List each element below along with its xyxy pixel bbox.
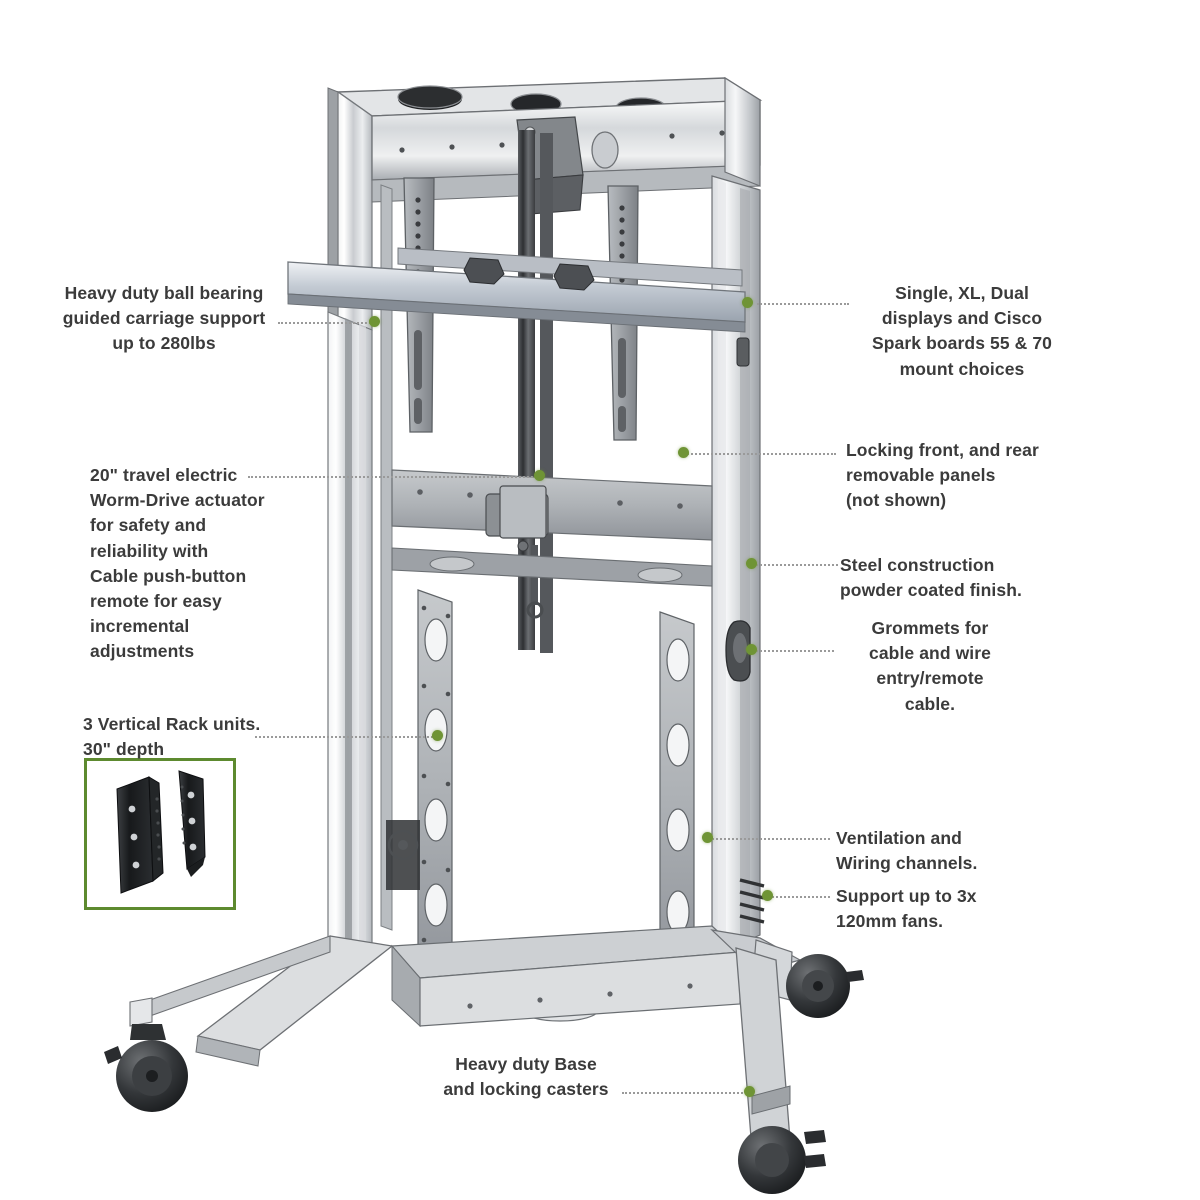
- leader-line-grommets: [752, 650, 834, 652]
- anchor-dot-vent: [702, 832, 713, 843]
- anchor-dot-grommets: [746, 644, 757, 655]
- callout-steel: Steel construction powder coated finish.: [840, 555, 1022, 601]
- anchor-dot-steel: [746, 558, 757, 569]
- rack-units-inset-box: [84, 758, 236, 910]
- actuator-deck: [391, 469, 713, 619]
- anchor-dot-actuator: [534, 470, 545, 481]
- callout-grommets: Grommets for cable and wire entry/remote…: [868, 618, 991, 714]
- cart-assembly: [104, 76, 864, 1194]
- callout-actuator: 20" travel electric Worm-Drive actuator …: [90, 465, 265, 662]
- anchor-dot-displays: [742, 297, 753, 308]
- rack-bay: [386, 589, 742, 1028]
- leader-line-base: [622, 1092, 750, 1094]
- leader-line-actuator: [248, 476, 540, 478]
- caster-front: [738, 1126, 826, 1194]
- anchor-dot-panels: [678, 447, 689, 458]
- leader-line-carriage: [278, 322, 374, 324]
- rack-rail-left: [116, 776, 164, 894]
- leader-line-steel: [752, 564, 838, 566]
- anchor-dot-fans: [762, 890, 773, 901]
- leader-line-vent: [708, 838, 830, 840]
- callout-displays: Single, XL, Dual displays and Cisco Spar…: [872, 283, 1052, 379]
- rack-rail-right: [178, 770, 206, 877]
- leader-line-panels: [684, 453, 836, 455]
- anchor-dot-base: [744, 1086, 755, 1097]
- callout-rack-units: 3 Vertical Rack units. 30" depth: [83, 714, 261, 760]
- fan-assembly: [386, 820, 420, 890]
- ventilation-louvers: [739, 878, 765, 924]
- rack-rail-illustration: [116, 770, 206, 894]
- callout-panels: Locking front, and rear removable panels…: [846, 440, 1039, 511]
- side-panel-details: [725, 620, 765, 924]
- caster-left: [104, 1024, 188, 1112]
- leader-line-fans: [768, 896, 830, 898]
- base-and-casters: [104, 929, 864, 1194]
- right-column: [711, 175, 761, 956]
- anchor-dot-carriage: [369, 316, 380, 327]
- callout-ventilation: Ventilation and Wiring channels.: [836, 828, 978, 874]
- leader-line-rack: [255, 736, 437, 738]
- anchor-dot-rack: [432, 730, 443, 741]
- leader-line-displays: [757, 303, 849, 305]
- callout-carriage: Heavy duty ball bearing guided carriage …: [62, 283, 266, 354]
- caster-right-rear: [786, 954, 864, 1018]
- carriage-bar: [287, 247, 746, 333]
- callout-fans: Support up to 3x 120mm fans.: [836, 886, 977, 932]
- callout-base: Heavy duty Base and locking casters: [443, 1054, 609, 1100]
- left-column: [327, 311, 373, 961]
